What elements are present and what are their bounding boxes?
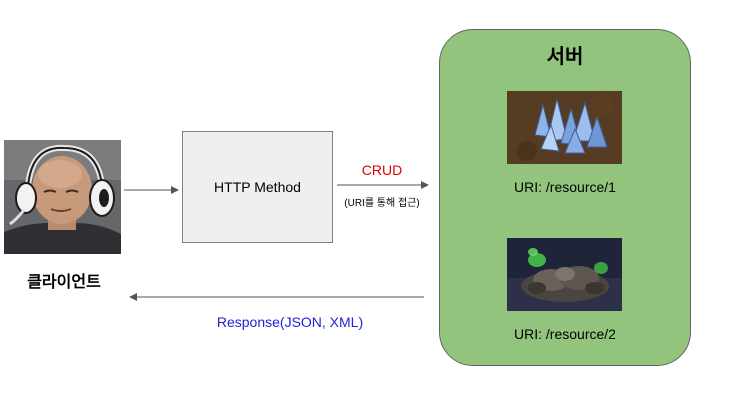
server-box xyxy=(439,29,691,366)
crud-label: CRUD xyxy=(361,162,403,178)
response-label: Response(JSON, XML) xyxy=(216,314,364,330)
server-title: 서버 xyxy=(546,46,584,68)
resource-2-uri: URI: /resource/2 xyxy=(514,326,616,342)
resource-2-image xyxy=(507,238,622,311)
client-label: 클라이언트 xyxy=(27,274,101,291)
resource-1-image xyxy=(507,91,622,164)
client-avatar xyxy=(4,140,121,254)
resource-1-uri: URI: /resource/1 xyxy=(514,179,616,195)
http-method-box: HTTP Method xyxy=(182,131,333,243)
crud-note: (URI를 통해 접근) xyxy=(344,198,420,209)
http-method-label: HTTP Method xyxy=(214,179,301,195)
